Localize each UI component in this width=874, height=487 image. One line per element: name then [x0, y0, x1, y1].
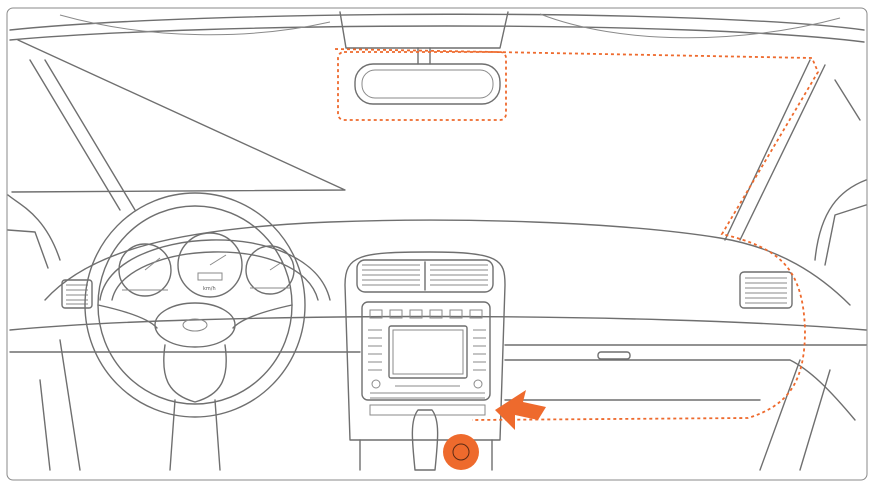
gauge-unit-label: km/h: [203, 286, 216, 292]
arrow-pointing-to-socket: [495, 390, 546, 430]
fuel-gauge: [245, 245, 295, 295]
center-console: [344, 251, 506, 471]
display-screen: [388, 325, 468, 379]
dashboard: [9, 219, 867, 471]
left-air-vent: [61, 279, 93, 309]
mirror-mount-highlight: [337, 51, 507, 121]
right-air-vent: [739, 271, 793, 309]
dotted-route-line: [334, 48, 820, 421]
windshield: [9, 11, 865, 193]
gear-shifter: [411, 409, 439, 471]
rearview-mirror: [354, 47, 501, 105]
center-air-vents: [356, 259, 494, 293]
glovebox: [504, 351, 761, 401]
speedometer-gauge: [177, 232, 243, 298]
steering-wheel: [84, 192, 306, 471]
instrument-cluster: km/h: [99, 232, 331, 301]
head-unit: [361, 301, 491, 401]
diagram-frame: [6, 7, 868, 481]
side-windows: [7, 179, 867, 269]
power-outlet-circle: [443, 434, 479, 470]
power-outlet-ring: [452, 443, 470, 461]
power-socket: [443, 434, 479, 470]
tachometer-gauge: [118, 243, 172, 297]
a-pillars: [29, 59, 861, 241]
